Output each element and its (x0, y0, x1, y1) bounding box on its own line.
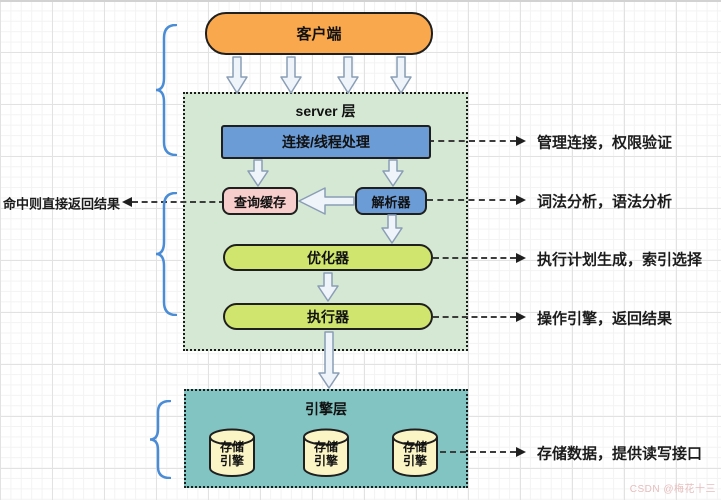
left-arrow-icon (298, 187, 355, 215)
down-arrow-icon (280, 56, 302, 94)
arrowhead-left-icon (122, 197, 132, 207)
watermark: CSDN @梅花十三 (629, 484, 716, 495)
storage-engine-line1: 存储 (313, 440, 338, 454)
arrowhead-right-icon (516, 195, 526, 205)
node-query-cache: 查询缓存 (222, 187, 298, 215)
down-arrow-icon (247, 159, 269, 187)
database-cylinder-icon (209, 428, 255, 477)
storage-engine-line2: 引擎 (313, 453, 338, 468)
database-cylinder-icon (303, 428, 349, 477)
storage-engine-line1: 存储 (402, 440, 427, 454)
storage-engine-line2: 引擎 (402, 453, 427, 468)
dashed-connector (428, 140, 516, 142)
annotation-note: 操作引擎，返回结果 (537, 310, 673, 328)
server-layer-title: server 层 (295, 103, 356, 119)
arrowhead-right-icon (516, 312, 526, 322)
node-optimizer: 优化器 (223, 244, 433, 271)
hit-return-note: 命中则直接返回结果 (2, 196, 120, 212)
annotation-note: 执行计划生成，索引选择 (537, 251, 703, 269)
annotation-note: 词法分析，语法分析 (537, 193, 673, 211)
curly-brace-icon (155, 192, 177, 316)
annotation-note: 存储数据，提供读写接口 (537, 445, 703, 463)
down-arrow-icon (317, 272, 339, 302)
dashed-connector (440, 451, 516, 453)
curly-brace-icon (155, 24, 177, 156)
storage-engine-label: 存储 引擎 (208, 440, 256, 469)
database-cylinder-icon (392, 428, 438, 477)
storage-engine-line2: 引擎 (219, 453, 244, 468)
engine-layer-title: 引擎层 (305, 401, 347, 417)
dashed-connector (427, 199, 516, 201)
down-arrow-icon (381, 214, 403, 244)
node-executor: 执行器 (223, 303, 433, 330)
storage-engine-label: 存储 引擎 (302, 440, 350, 469)
dashed-connector (132, 201, 225, 203)
curly-brace-icon (149, 400, 171, 479)
down-arrow-icon (226, 56, 248, 94)
node-connection-handler: 连接/线程处理 (221, 125, 431, 159)
down-arrow-icon (337, 56, 359, 94)
storage-engine-line1: 存储 (219, 440, 244, 454)
down-arrow-icon (382, 159, 404, 187)
storage-engine-label: 存储 引擎 (391, 440, 439, 469)
dashed-connector (433, 316, 516, 318)
dashed-connector (433, 257, 516, 259)
node-parser: 解析器 (355, 187, 427, 215)
top-divider (0, 0, 721, 2)
annotation-note: 管理连接，权限验证 (537, 134, 673, 152)
node-client: 客户端 (205, 12, 433, 55)
down-arrow-icon (318, 331, 340, 389)
arrowhead-right-icon (516, 253, 526, 263)
arrowhead-right-icon (516, 447, 526, 457)
down-arrow-icon (390, 56, 412, 94)
arrowhead-right-icon (516, 136, 526, 146)
